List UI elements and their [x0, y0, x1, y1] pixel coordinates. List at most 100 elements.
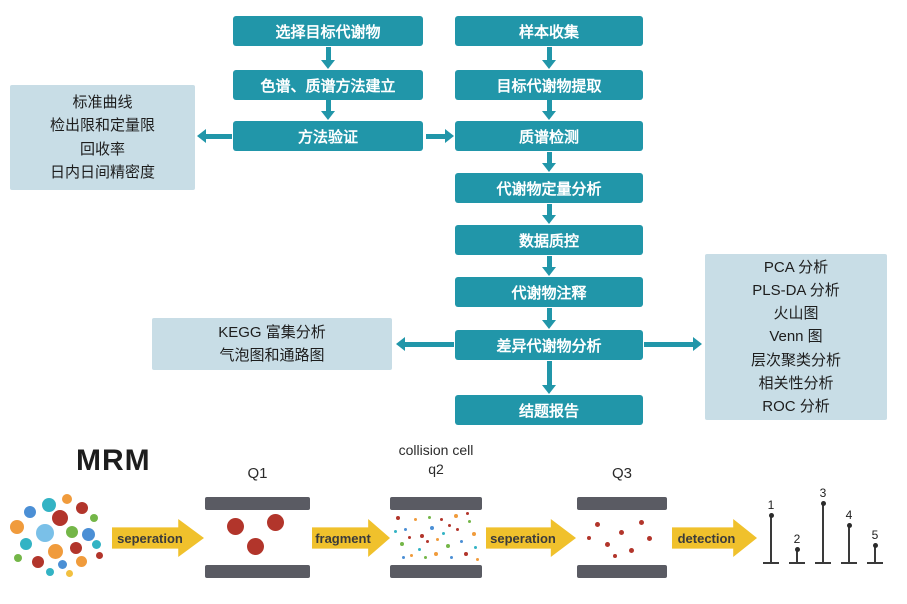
ion-dot [587, 536, 591, 540]
step-quantitative-analysis: 代谢物定量分析 [455, 173, 643, 203]
ion-dot [430, 526, 434, 530]
kegg-analysis-box: KEGG 富集分析 气泡图和通路图 [152, 318, 392, 370]
kegg-line: KEGG 富集分析 [218, 323, 326, 341]
peak-dot [846, 523, 852, 528]
stats-line: 火山图 [773, 305, 819, 323]
stats-line: 相关性分析 [758, 374, 834, 392]
step-label: 代谢物定量分析 [496, 180, 602, 198]
step-method-validation: 方法验证 [233, 121, 423, 151]
ion-dot [418, 548, 421, 551]
step-sample-collection: 样本收集 [455, 16, 643, 46]
ion-dot [82, 528, 95, 541]
ion-dot [52, 510, 68, 526]
q2-ions [390, 510, 482, 565]
ion-dot [613, 554, 617, 558]
ion-dot [10, 520, 24, 534]
ion-dot [460, 540, 463, 543]
stats-line: Venn 图 [769, 328, 823, 346]
ion-dot [420, 534, 424, 538]
down-arrow [542, 204, 556, 224]
peak-line [848, 526, 850, 562]
peak-baseline [763, 562, 779, 564]
step-ms-detection: 质谱检测 [455, 121, 643, 151]
separation-arrow-2: seperation [486, 519, 576, 557]
peak-dot [820, 501, 826, 506]
down-arrow [542, 100, 556, 120]
ion-dot [454, 514, 458, 518]
ion-dot [428, 516, 431, 519]
ion-dot [14, 554, 22, 562]
peak-dot [794, 547, 800, 552]
q3-top-bar [577, 497, 667, 510]
validation-metrics-line: 日内日间精密度 [49, 163, 155, 181]
step-label: 差异代谢物分析 [496, 337, 602, 355]
left-arrow-validation-to-metrics [197, 129, 232, 143]
ion-dot [96, 552, 103, 559]
step-label: 选择目标代谢物 [275, 23, 381, 41]
ion-dot [464, 552, 468, 556]
ion-dot [474, 546, 477, 549]
right-arrow-validation-to-ms [426, 129, 454, 143]
left-arrow-differential-to-kegg [396, 337, 454, 351]
stats-line: 层次聚类分析 [750, 351, 841, 369]
ion-dot [448, 524, 451, 527]
peak-label: 5 [871, 528, 879, 542]
step-select-target-metabolites: 选择目标代谢物 [233, 16, 423, 46]
ion-dot [440, 518, 443, 521]
ion-dot [247, 538, 264, 555]
ion-dot [396, 516, 400, 520]
ion-dot [456, 528, 459, 531]
stats-line: PLS-DA 分析 [752, 281, 840, 299]
validation-metrics-line: 检出限和定量限 [49, 117, 155, 135]
step-method-setup: 色谱、质谱方法建立 [233, 70, 423, 100]
ion-dot [394, 530, 397, 533]
stats-line: ROC 分析 [762, 398, 830, 416]
ion-dot [595, 522, 600, 527]
q2-top-bar [390, 497, 482, 510]
q1-label: Q1 [247, 465, 268, 482]
down-arrow [321, 47, 335, 69]
down-arrow [542, 152, 556, 172]
peak-line [796, 550, 798, 562]
ion-dot [76, 556, 87, 567]
mrm-title: MRM [76, 444, 151, 477]
peak-label: 1 [767, 498, 775, 512]
peak-line [770, 516, 772, 562]
ion-dot [36, 524, 54, 542]
step-metabolite-extraction: 目标代谢物提取 [455, 70, 643, 100]
stats-line: PCA 分析 [763, 258, 829, 276]
right-arrow-differential-to-stats [644, 337, 702, 351]
step-final-report: 结题报告 [455, 395, 643, 425]
mixture-dots [8, 494, 108, 580]
step-label: 结题报告 [518, 402, 579, 420]
q2-label: q2 [428, 461, 444, 477]
ion-dot [472, 532, 476, 536]
ion-dot [468, 520, 471, 523]
step-label: 色谱、质谱方法建立 [260, 77, 396, 95]
ion-dot [410, 554, 413, 557]
ion-dot [436, 538, 439, 541]
ion-dot [426, 540, 429, 543]
fragment-arrow: fragment [312, 519, 390, 557]
ion-dot [46, 568, 54, 576]
peak-dot [872, 543, 878, 548]
ion-dot [424, 556, 427, 559]
q3-bottom-bar [577, 565, 667, 578]
step-label: 质谱检测 [518, 128, 579, 146]
ion-dot [629, 548, 634, 553]
ion-dot [32, 556, 44, 568]
step-data-qc: 数据质控 [455, 225, 643, 255]
separation-arrow-1: seperation [112, 519, 204, 557]
step-metabolite-annotation: 代谢物注释 [455, 277, 643, 307]
q1-bottom-bar [205, 565, 310, 578]
q1-ions [205, 510, 310, 565]
ion-dot [66, 526, 78, 538]
q3-label: Q3 [611, 465, 632, 482]
validation-metrics-line: 回收率 [79, 140, 125, 158]
ion-dot [434, 552, 438, 556]
ion-dot [414, 518, 417, 521]
ion-dot [476, 558, 479, 561]
ion-dot [48, 544, 63, 559]
ion-dot [70, 542, 82, 554]
